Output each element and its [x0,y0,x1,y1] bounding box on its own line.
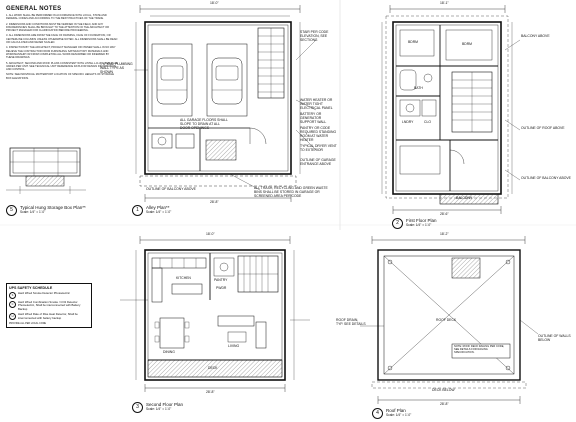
ups-schedule-footer: PROVIDE ALL PER LOCAL CODE [9,322,47,326]
alley-callout-4: TYPICAL DRYER VENT TO EXTERIOR [300,144,337,152]
alley-callout-6: OUTLINE OF BALCONY ABOVE [146,187,196,191]
plan-number: 5 [6,205,17,216]
alley-callout-3: PANTRY OR CODE REQUIRED STANDING ROOM AT… [300,126,337,142]
second-bottom-dimension: 28'-8" [206,390,215,394]
plan-title: Roof Plan [386,408,406,413]
plan-scale: Scale: 1/4" = 1'-0" [406,223,432,227]
plan-title: Typical Hung Storage Box Plan** [20,205,86,210]
heat-detector-icon: H [9,313,16,321]
general-notes-title: GENERAL NOTES [6,6,62,12]
note-paragraph: 2. DIMENSIONS AND CONDITIONS MUST BE VER… [6,22,109,33]
ups-item-text: Hard Wired Combination Smoke / CO2 Detec… [18,300,81,311]
alley-wall-note: TYPICAL PLUMBING WALL TYPE AS SHOWN [100,62,133,74]
alley-plan-title: 1 Alley Plan** Scale: 1/4" = 1'-0" [132,205,171,216]
combo-detector-icon: C [9,301,16,308]
plan-title: First Floor Plan [406,218,437,223]
first-floor-plan [381,5,521,214]
alley-top-dimension: 18'-0" [210,1,219,5]
ups-item-text: Hard Wired Rate of Rise Heat Detector, S… [18,312,78,320]
plan-title: Second Floor Plan [146,402,184,407]
roof-top-dimension: 18'-2" [440,232,449,236]
first-closet-label: CLO [424,120,431,124]
ups-schedule-item: H Hard Wired Rate of Rise Heat Detector,… [9,312,89,321]
note-paragraph: 3. ALL DIMENSIONS ARE FROM THE FACE OF F… [6,34,118,45]
alley-bottom-note: ALL TRASH, RECYCLING AND GREEN WASTE BIN… [254,186,328,198]
plan-scale: Scale: 1/4" = 1'-0" [146,407,172,411]
ups-schedule-item: S Hard Wired Smoke Detector Photoelectri… [9,291,89,299]
note-paragraph: NOTE: SEE INDIVIDUAL MATTERPORT LOCATION… [6,73,115,80]
second-kitchen-label: KITCHEN [176,276,191,280]
plan-number: 4 [372,408,383,419]
plan-title: Alley Plan** [146,205,170,210]
ups-schedule-item: C Hard Wired Combination Smoke / CO2 Det… [9,300,89,311]
second-dining-label: DINING [163,350,175,354]
first-note-2: OUTLINE OF ROOF ABOVE [521,126,565,130]
plan-scale: Scale: 1/4" = 1'-0" [146,210,172,214]
first-plan-title: 2 First Floor Plan Scale: 1/4" = 1'-0" [392,218,437,229]
ups-safety-schedule: UPS SAFETY SCHEDULE S Hard Wired Smoke D… [6,283,92,329]
second-living-label: LIVING [228,344,240,348]
first-bottom-dimension: 28'-6" [440,212,449,216]
roof-note: NOTE: Roof deck railing per code, see de… [454,345,505,355]
note-paragraph: 5. ARCHITECT, SECOND AND ROOF PLANS CONS… [6,61,118,72]
roof-left-note: Roof Drain, Typ. see details [336,318,366,326]
roof-deck-below-label: DECK BELOW [432,388,455,392]
second-plan-title: 3 Second Floor Plan Scale: 1/4" = 1'-0" [132,402,183,413]
storage-box-plan [6,147,86,194]
alley-callout-2: BATTERY OR GENERATOR SUPPORT WALL [300,112,327,124]
second-top-dimension: 18'-0" [206,232,215,236]
roof-right-note: Outline of walls below [538,334,571,342]
second-pantry-label: PANTRY [214,278,228,282]
first-note-1: BALCONY ABOVE [521,34,550,38]
plan-scale: Scale: 1/4" = 1'-0" [20,210,46,214]
roof-bottom-dimension: 28'-8" [440,402,449,406]
first-note-3: OUTLINE OF BALCONY ABOVE [521,176,571,180]
plan-scale: Scale: 1/4" = 1'-0" [386,413,412,417]
first-bath-label: BATH [414,86,423,90]
plan-number: 2 [392,218,403,229]
first-top-dimension: 18'-1" [440,1,449,5]
alley-plan [134,5,317,202]
first-bedroom-2-label: BDRM [462,42,472,46]
alley-callout-5: OUTLINE OF GARAGE ENTRANCE ABOVE [300,158,336,166]
alley-bottom-dimension: 28'-8" [210,200,219,204]
storage-plan-title: 5 Typical Hung Storage Box Plan** Scale:… [6,205,86,216]
roof-deck-label: ROOF DECK [436,318,457,322]
general-notes-body: 1. ALL WORK SHALL BE PERFORMED IN ACCORD… [6,14,118,82]
plan-number: 3 [132,402,143,413]
second-deck-label: DECK [208,366,218,370]
roof-plan [360,236,539,404]
first-bedroom-1-label: BDRM [408,40,418,44]
first-balcony-label: BALCONY [456,196,473,200]
alley-garage-note: ALL GARAGE FLOORS SHALL SLOPE TO DRAIN A… [180,118,228,130]
note-paragraph: 4. INSPECTION BY THE ARCHITECT, PROJECT … [6,46,116,60]
ups-item-text: Hard Wired Smoke Detector Photoelectric [18,291,70,295]
second-floor-plan [120,236,310,392]
plan-number: 1 [132,205,143,216]
second-powder-label: PWDR [216,286,227,290]
ups-schedule-title: UPS SAFETY SCHEDULE [9,286,53,290]
alley-stair-note: STAIR PER CODE ELEVATION, SEE SECTIONS [300,30,329,42]
note-paragraph: 1. ALL WORK SHALL BE PERFORMED IN ACCORD… [6,14,107,21]
first-laundry-label: LNDRY [402,120,414,124]
roof-plan-title: 4 Roof Plan Scale: 1/4" = 1'-0" [372,408,411,419]
alley-callout-1: WATER HEATER OR WATER TIGHT ELECTRICAL P… [300,98,333,110]
smoke-detector-icon: S [9,292,16,299]
